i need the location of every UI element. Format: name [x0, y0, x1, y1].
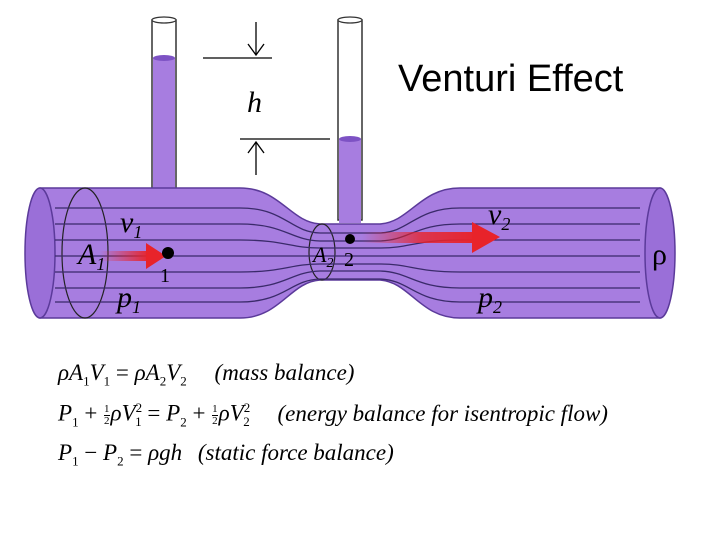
cross-section-A2 — [308, 223, 336, 281]
outlet-end-cap — [644, 187, 676, 319]
inlet-end-cap — [24, 187, 56, 319]
flow-arrow-2 — [362, 222, 500, 253]
left-tube-top — [151, 16, 177, 24]
streamline — [55, 263, 640, 273]
A2-label: A2 — [311, 242, 333, 271]
point-1-dot — [162, 247, 174, 259]
figure-title: Venturi Effect — [398, 58, 624, 100]
flow-arrow-2-head — [472, 222, 500, 253]
v1-label: v1 — [120, 206, 142, 242]
mass-balance-note: (mass balance) — [214, 360, 355, 385]
right-tube-top — [337, 16, 363, 24]
mass-balance-equation: ρA1V1 = ρA2V2 (mass balance) — [58, 360, 355, 389]
A1-label: A1 — [76, 238, 105, 274]
left-tube-meniscus — [153, 55, 175, 61]
height-marker: h — [203, 22, 330, 175]
energy-balance-note: (energy balance for isentropic flow) — [277, 400, 608, 426]
flow-arrow-1 — [100, 243, 166, 269]
streamlines — [55, 207, 640, 303]
flow-arrow-1-head — [146, 243, 166, 269]
rho-label: ρ — [652, 238, 667, 271]
height-arrow-up-head — [247, 140, 265, 154]
point-2-label: 2 — [344, 249, 354, 271]
right-tube-meniscus — [339, 136, 361, 142]
streamline — [55, 270, 640, 289]
height-label: h — [247, 86, 262, 119]
point-2-dot — [345, 234, 355, 244]
right-manometer-tube — [337, 16, 363, 223]
static-balance-note: (static force balance) — [197, 440, 394, 465]
flow-arrow-1-shaft — [100, 251, 150, 261]
height-arrow-down-head — [247, 43, 265, 57]
streamline — [55, 278, 640, 303]
streamline — [55, 207, 640, 234]
p2-label: p2 — [476, 281, 502, 317]
left-manometer-tube — [151, 16, 177, 192]
left-tube-fluid — [153, 58, 175, 192]
flow-arrow-2-shaft — [362, 232, 480, 243]
right-tube-fluid — [339, 139, 361, 223]
v2-label: v2 — [488, 198, 510, 234]
static-balance-equation: P1 − P2 = ρgh (static force balance) — [58, 440, 394, 469]
p1-label: p1 — [115, 281, 141, 317]
point-1-label: 1 — [160, 265, 170, 287]
